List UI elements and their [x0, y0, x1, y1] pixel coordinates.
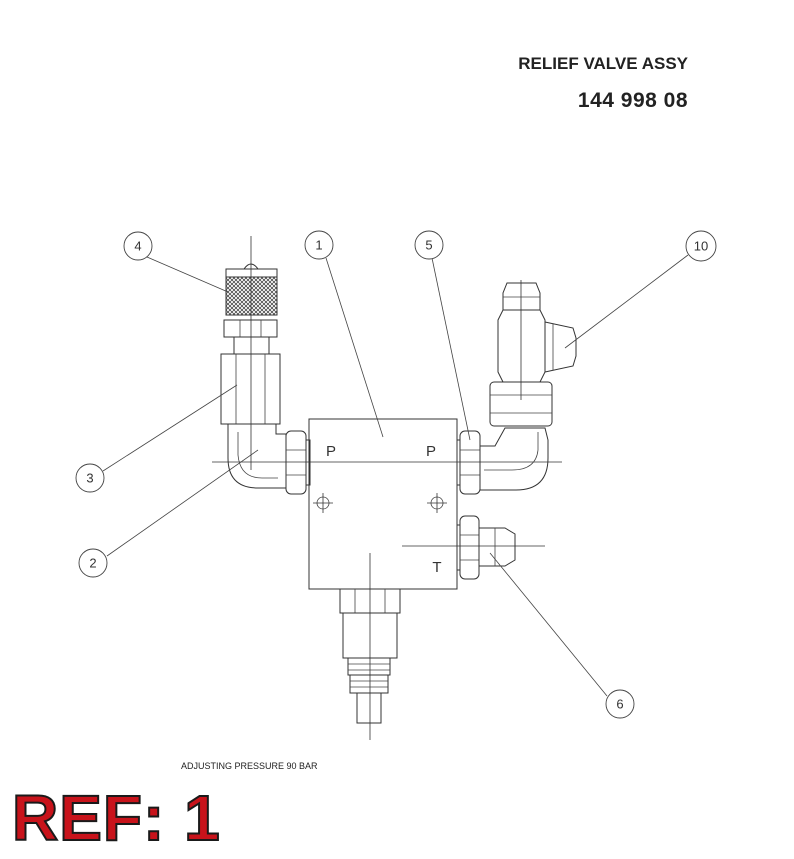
relief-cartridge: [339, 588, 401, 724]
ref-label: REF: 1: [11, 782, 221, 854]
balloon-3-label: 3: [86, 471, 93, 486]
hex-fitting-vertical: [220, 353, 281, 425]
balloon-3: 3: [75, 463, 105, 493]
part-number: 144 998 08: [577, 89, 688, 112]
hex-nut-right: [456, 430, 481, 495]
knurled-cap: [223, 263, 278, 355]
t-port-fitting: [456, 515, 516, 580]
balloon-10: 10: [685, 230, 717, 262]
port-label-p-left: P: [326, 443, 336, 460]
elbow-fitting-left: [227, 423, 287, 489]
drawing-title: RELIEF VALVE ASSY: [518, 54, 688, 73]
balloon-6-label: 6: [616, 697, 623, 712]
adjusting-pressure-note: ADJUSTING PRESSURE 90 BAR: [181, 761, 318, 771]
balloon-5: 5: [414, 230, 444, 260]
balloon-5-label: 5: [425, 238, 432, 253]
port-label-p-right: P: [426, 443, 436, 460]
center-lines: [212, 236, 562, 740]
balloon-10-label: 10: [694, 239, 708, 254]
balloon-1: 1: [304, 230, 334, 260]
balloon-1-label: 1: [315, 238, 322, 253]
hex-nut-left: [285, 430, 311, 495]
balloon-6: 6: [605, 689, 635, 719]
leader-lines: [102, 254, 689, 697]
balloon-2: 2: [78, 548, 108, 578]
elbow-fitting-right: [479, 427, 549, 491]
balloon-4-label: 4: [134, 239, 141, 254]
balloon-2-label: 2: [89, 556, 96, 571]
port-label-t: T: [432, 559, 441, 576]
tee-fitting: [497, 282, 577, 383]
balloon-4: 4: [123, 231, 153, 261]
hex-fitting-right: [489, 381, 553, 427]
